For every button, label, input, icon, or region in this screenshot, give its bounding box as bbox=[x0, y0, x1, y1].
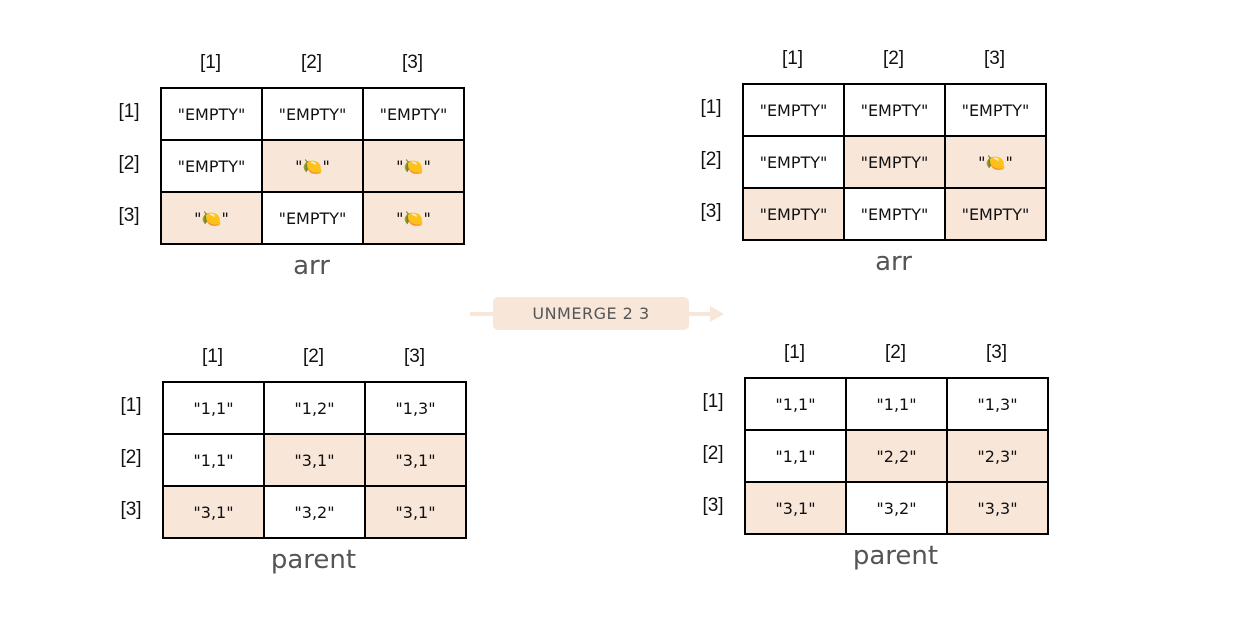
before-arr-cell-1-1: "EMPTY" bbox=[162, 89, 263, 141]
before-arr-col-label-2: [2] bbox=[300, 52, 323, 73]
arrow-head-icon bbox=[710, 306, 724, 322]
before-arr-cell-2-3: "🍋" bbox=[364, 141, 465, 193]
after-parent-cell-1-2: "1,1" bbox=[847, 379, 948, 431]
before-arr-block: [1][2][3][1][2][3]"EMPTY""EMPTY""EMPTY""… bbox=[113, 52, 513, 342]
after-parent-row-label-2: [2] bbox=[702, 443, 724, 464]
after-parent-cell-3-1: "3,1" bbox=[746, 483, 847, 535]
before-parent-cell-2-2: "3,1" bbox=[265, 435, 366, 487]
after-arr-row-label-2: [2] bbox=[700, 149, 722, 170]
after-parent-cell-1-3: "1,3" bbox=[948, 379, 1049, 431]
after-arr-col-label-2: [2] bbox=[882, 48, 905, 69]
after-arr-cell-3-2: "EMPTY" bbox=[845, 189, 946, 241]
after-arr-row-label-3: [3] bbox=[700, 201, 722, 222]
before-arr-cell-2-1: "EMPTY" bbox=[162, 141, 263, 193]
before-arr-row-label-1: [1] bbox=[118, 101, 140, 122]
after-parent-col-label-3: [3] bbox=[985, 342, 1008, 363]
before-arr-row-label-3: [3] bbox=[118, 205, 140, 226]
after-parent-caption: parent bbox=[852, 541, 939, 571]
after-arr-cell-1-2: "EMPTY" bbox=[845, 85, 946, 137]
before-parent-col-label-3: [3] bbox=[403, 346, 426, 367]
before-arr-row-label-2: [2] bbox=[118, 153, 140, 174]
before-parent-col-label-2: [2] bbox=[302, 346, 325, 367]
after-parent-cell-3-2: "3,2" bbox=[847, 483, 948, 535]
before-parent-cell-1-3: "1,3" bbox=[366, 383, 467, 435]
before-arr-col-label-1: [1] bbox=[199, 52, 222, 73]
after-arr-cell-3-1: "EMPTY" bbox=[744, 189, 845, 241]
before-arr-cell-1-3: "EMPTY" bbox=[364, 89, 465, 141]
before-parent-cell-3-3: "3,1" bbox=[366, 487, 467, 539]
action-label: UNMERGE 2 3 bbox=[493, 297, 689, 330]
before-parent-row-label-2: [2] bbox=[120, 447, 142, 468]
after-arr-cell-3-3: "EMPTY" bbox=[946, 189, 1047, 241]
after-parent-cell-2-3: "2,3" bbox=[948, 431, 1049, 483]
after-parent-cell-2-1: "1,1" bbox=[746, 431, 847, 483]
after-arr-cell-2-1: "EMPTY" bbox=[744, 137, 845, 189]
after-arr-cell-1-1: "EMPTY" bbox=[744, 85, 845, 137]
before-arr-col-label-3: [3] bbox=[401, 52, 424, 73]
after-parent-grid: "1,1""1,1""1,3""1,1""2,2""2,3""3,1""3,2"… bbox=[744, 377, 1049, 535]
after-arr-grid: "EMPTY""EMPTY""EMPTY""EMPTY""EMPTY""🍋""E… bbox=[742, 83, 1047, 241]
after-parent-cell-2-2: "2,2" bbox=[847, 431, 948, 483]
after-arr-caption: arr bbox=[875, 247, 912, 277]
before-parent-cell-3-1: "3,1" bbox=[164, 487, 265, 539]
before-arr-cell-3-2: "EMPTY" bbox=[263, 193, 364, 245]
after-parent-col-label-2: [2] bbox=[884, 342, 907, 363]
before-arr-cell-3-3: "🍋" bbox=[364, 193, 465, 245]
after-parent-col-label-1: [1] bbox=[783, 342, 806, 363]
before-parent-cell-1-2: "1,2" bbox=[265, 383, 366, 435]
after-parent-cell-3-3: "3,3" bbox=[948, 483, 1049, 535]
before-parent-row-label-1: [1] bbox=[120, 395, 142, 416]
after-parent-cell-1-1: "1,1" bbox=[746, 379, 847, 431]
after-arr-col-label-1: [1] bbox=[781, 48, 804, 69]
after-parent-row-label-1: [1] bbox=[702, 391, 724, 412]
before-arr-caption: arr bbox=[293, 251, 330, 281]
after-arr-row-label-1: [1] bbox=[700, 97, 722, 118]
after-arr-col-label-3: [3] bbox=[983, 48, 1006, 69]
after-arr-cell-2-2: "EMPTY" bbox=[845, 137, 946, 189]
before-parent-caption: parent bbox=[270, 545, 357, 575]
after-parent-block: [1][2][3][1][2][3]"1,1""1,1""1,3""1,1""2… bbox=[697, 342, 1097, 632]
before-parent-cell-2-1: "1,1" bbox=[164, 435, 265, 487]
before-parent-block: [1][2][3][1][2][3]"1,1""1,2""1,3""1,1""3… bbox=[115, 346, 515, 636]
after-parent-row-label-3: [3] bbox=[702, 495, 724, 516]
before-parent-row-label-3: [3] bbox=[120, 499, 142, 520]
after-arr-cell-2-3: "🍋" bbox=[946, 137, 1047, 189]
after-arr-cell-1-3: "EMPTY" bbox=[946, 85, 1047, 137]
before-parent-grid: "1,1""1,2""1,3""1,1""3,1""3,1""3,1""3,2"… bbox=[162, 381, 467, 539]
after-arr-block: [1][2][3][1][2][3]"EMPTY""EMPTY""EMPTY""… bbox=[695, 48, 1095, 338]
before-parent-cell-2-3: "3,1" bbox=[366, 435, 467, 487]
before-parent-col-label-1: [1] bbox=[201, 346, 224, 367]
before-parent-cell-3-2: "3,2" bbox=[265, 487, 366, 539]
unmerge-arrow: UNMERGE 2 3 bbox=[468, 297, 730, 331]
before-arr-cell-2-2: "🍋" bbox=[263, 141, 364, 193]
before-arr-grid: "EMPTY""EMPTY""EMPTY""EMPTY""🍋""🍋""🍋""EM… bbox=[160, 87, 465, 245]
before-arr-cell-3-1: "🍋" bbox=[162, 193, 263, 245]
before-parent-cell-1-1: "1,1" bbox=[164, 383, 265, 435]
before-arr-cell-1-2: "EMPTY" bbox=[263, 89, 364, 141]
